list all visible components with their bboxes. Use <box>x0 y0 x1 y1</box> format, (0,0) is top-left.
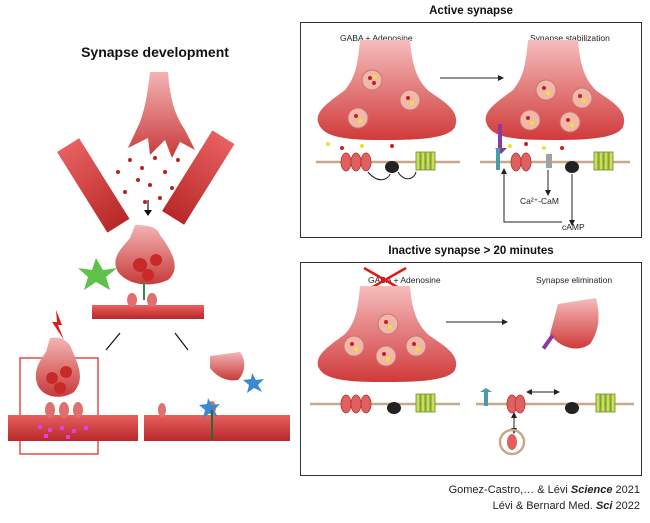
citation-2: Lévi & Bernard Med. Sci 2022 <box>492 500 640 512</box>
active-synapse-title: Active synapse <box>429 5 513 17</box>
active-label-left: GABA + Adenosine <box>340 33 413 43</box>
mature-synapse <box>8 310 138 441</box>
inactive-synapse-title: Inactive synapse > 20 minutes <box>388 245 554 257</box>
ca-cam-label: Ca²⁺-CaM <box>520 196 559 206</box>
neurotransmitter-dots <box>116 156 180 204</box>
inactive-synapse-diagram <box>310 266 634 456</box>
inactive-label-left: GABA + Adenosine <box>368 275 441 285</box>
synapse-development-title: Synapse development <box>81 44 229 60</box>
dendrite-right <box>162 130 235 225</box>
camp-label: cAMP <box>562 222 585 232</box>
citation-1: Gomez-Castro,… & Lévi Science 2021 <box>448 484 640 496</box>
active-synapse-diagram <box>316 40 630 226</box>
inactive-label-right: Synapse elimination <box>536 275 613 285</box>
active-label-right: Synapse stabilization <box>530 33 610 43</box>
dendrite-left <box>57 138 130 233</box>
growth-cone <box>128 72 195 158</box>
developing-synapse <box>78 225 204 319</box>
retracting-synapse <box>144 352 290 441</box>
synapse-development-diagram <box>8 72 290 455</box>
